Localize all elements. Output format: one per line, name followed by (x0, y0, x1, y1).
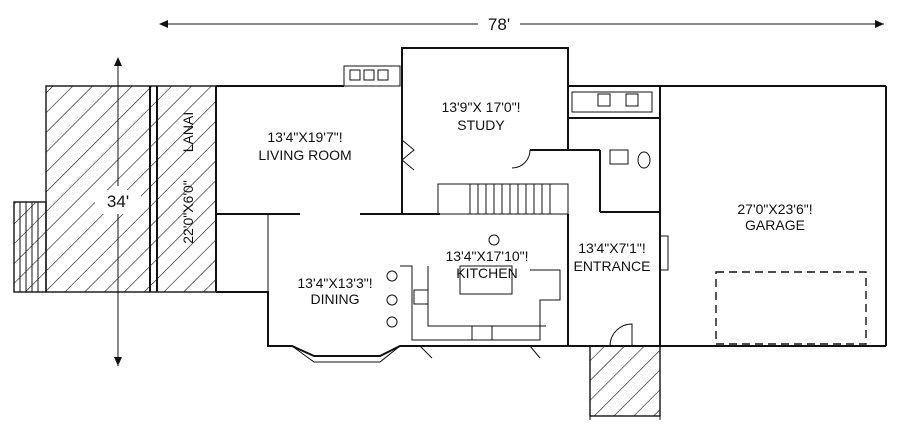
room-kitchen: 13'4"X17'10"! KITCHEN (445, 248, 528, 281)
lanai-name: LANAI (180, 112, 196, 152)
living-size: 13'4"X19'7"! (267, 129, 342, 145)
width-dimension: 78' (159, 15, 884, 34)
study-size: 13'9"X 17'0"! (441, 99, 520, 115)
deck-stairs (13, 201, 47, 293)
cooktop (471, 325, 493, 341)
width-dimension-label: 78' (488, 15, 510, 34)
depth-dimension-label: 34' (107, 192, 129, 211)
kitchen-island (459, 265, 513, 295)
lanai-deck (13, 85, 217, 293)
kitchen-size: 13'4"X17'10"! (445, 248, 528, 264)
exterior-walls (215, 47, 887, 357)
room-dining: 13'4"X13'3"! DINING (297, 275, 372, 307)
garage-door (715, 271, 867, 345)
bath-fixtures (571, 91, 653, 169)
garage-name: GARAGE (745, 217, 805, 233)
staircase (437, 183, 569, 215)
kitchen-counters (386, 234, 561, 341)
room-lanai: 22'0"X6'0" LANAI (180, 112, 196, 244)
dining-name: DINING (311, 291, 360, 307)
kitchen-name: KITCHEN (456, 265, 517, 281)
fireplace-hearth (343, 65, 401, 87)
lanai-size: 22'0"X6'0" (180, 180, 196, 244)
room-garage: 27'0"X23'6"! GARAGE (737, 201, 812, 233)
kitchen-sink (413, 289, 429, 305)
bay-window (291, 345, 401, 363)
room-living: 13'4"X19'7"! LIVING ROOM (258, 129, 351, 163)
doors (401, 139, 669, 359)
entrance-size: 13'4"X7'1"! (578, 240, 645, 256)
living-name: LIVING ROOM (258, 147, 351, 163)
entrance-name: ENTRANCE (573, 258, 650, 274)
room-study: 13'9"X 17'0"! STUDY (441, 99, 520, 133)
porch (589, 345, 661, 420)
garage-size: 27'0"X23'6"! (737, 201, 812, 217)
study-name: STUDY (457, 117, 505, 133)
dining-size: 13'4"X13'3"! (297, 275, 372, 291)
interior-walls (216, 86, 660, 346)
room-entrance: 13'4"X7'1"! ENTRANCE (573, 240, 650, 274)
